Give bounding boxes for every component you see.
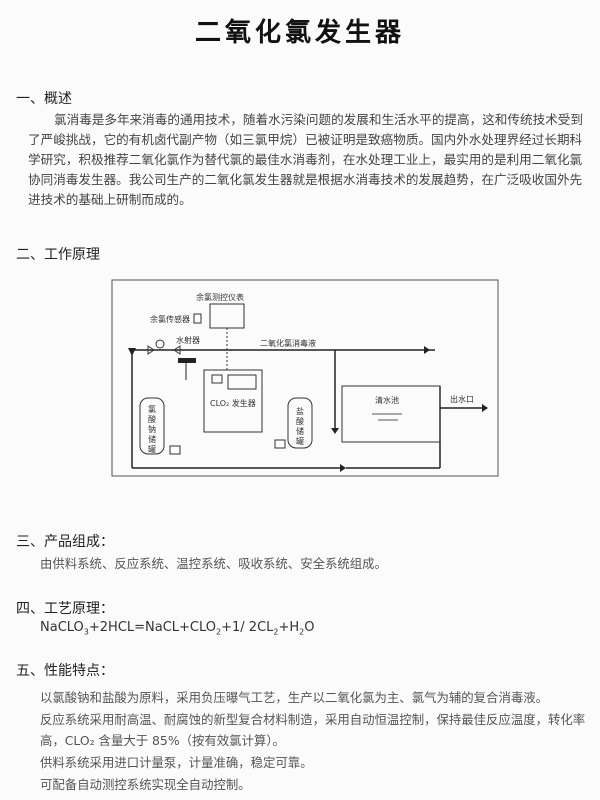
feature-line: 供料系统采用进口计量泵，计量准确，稳定可靠。 [40, 755, 313, 770]
section-heading-principle: 二、工作原理 [16, 247, 100, 263]
outlet-label: 出水口 [450, 394, 474, 404]
tank-right-char: 盐 [296, 406, 304, 416]
tank-right-char: 储 [296, 426, 304, 436]
feature-line: 高，CLO₂ 含量大于 85%（按有效氯计算）。 [40, 733, 285, 748]
pressure-gauge-icon [155, 339, 165, 349]
pipe-label: 二氧化氯消毒液 [260, 338, 316, 348]
section-heading-composition: 三、产品组成： [16, 534, 114, 550]
residual-sensor-label: 余氯传感器 [150, 314, 190, 324]
tank-right [287, 397, 313, 449]
feature-line: 反应系统采用耐高温、耐腐蚀的新型复合材料制造，采用自动恒温控制，保持最佳反应温度… [40, 712, 586, 727]
ejector-icon [178, 358, 196, 363]
diagram-frame [111, 279, 499, 477]
overview-paragraph: 氯消毒是多年来消毒的通用技术，随着水污染问题的发展和生活水平的提高，这和传统技术… [28, 112, 583, 207]
generator-box [203, 369, 263, 433]
tank-right-char: 罐 [296, 436, 304, 446]
feature-line: 可配备自动测控系统实现全自动控制。 [40, 777, 251, 792]
tank-left-char: 氯 [148, 404, 156, 414]
ejector-label: 水射器 [176, 335, 200, 345]
clear-pool-label: 清水池 [375, 395, 399, 405]
tank-left-char: 储 [148, 434, 156, 444]
composition-text: 由供料系统、反应系统、温控系统、吸收系统、安全系统组成。 [40, 556, 387, 571]
tank-left-char: 罐 [148, 444, 156, 454]
tank-right-char: 酸 [296, 416, 304, 426]
tank-left-char: 酸 [148, 414, 156, 424]
residual-meter-box [209, 303, 245, 329]
reaction-formula: NaCLO3+2HCL=NaCL+CLO2+1/ 2CL2+H2O [40, 620, 315, 637]
tank-left-char: 钠 [148, 424, 156, 434]
page-title: 二氧化氯发生器 [194, 18, 405, 48]
section-heading-features: 五、性能特点： [16, 663, 114, 679]
tank-left [139, 397, 165, 455]
section-heading-process: 四、工艺原理： [16, 601, 114, 617]
residual-meter-label: 余氯测控仪表 [196, 292, 244, 302]
clear-pool [341, 385, 441, 443]
feature-line: 以氯酸钠和盐酸为原料，采用负压曝气工艺，生产以二氧化氯为主、氯气为辅的复合消毒液… [40, 690, 549, 705]
residual-sensor-icon [193, 313, 202, 324]
section-heading-overview: 一、概述 [16, 91, 72, 107]
generator-label: CLO₂ 发生器 [210, 398, 256, 408]
process-flow-diagram: 余氯测控仪表 余氯传感器 二氧化氯消毒液 水射器 CLO₂ 发生器 氯 [111, 279, 499, 477]
